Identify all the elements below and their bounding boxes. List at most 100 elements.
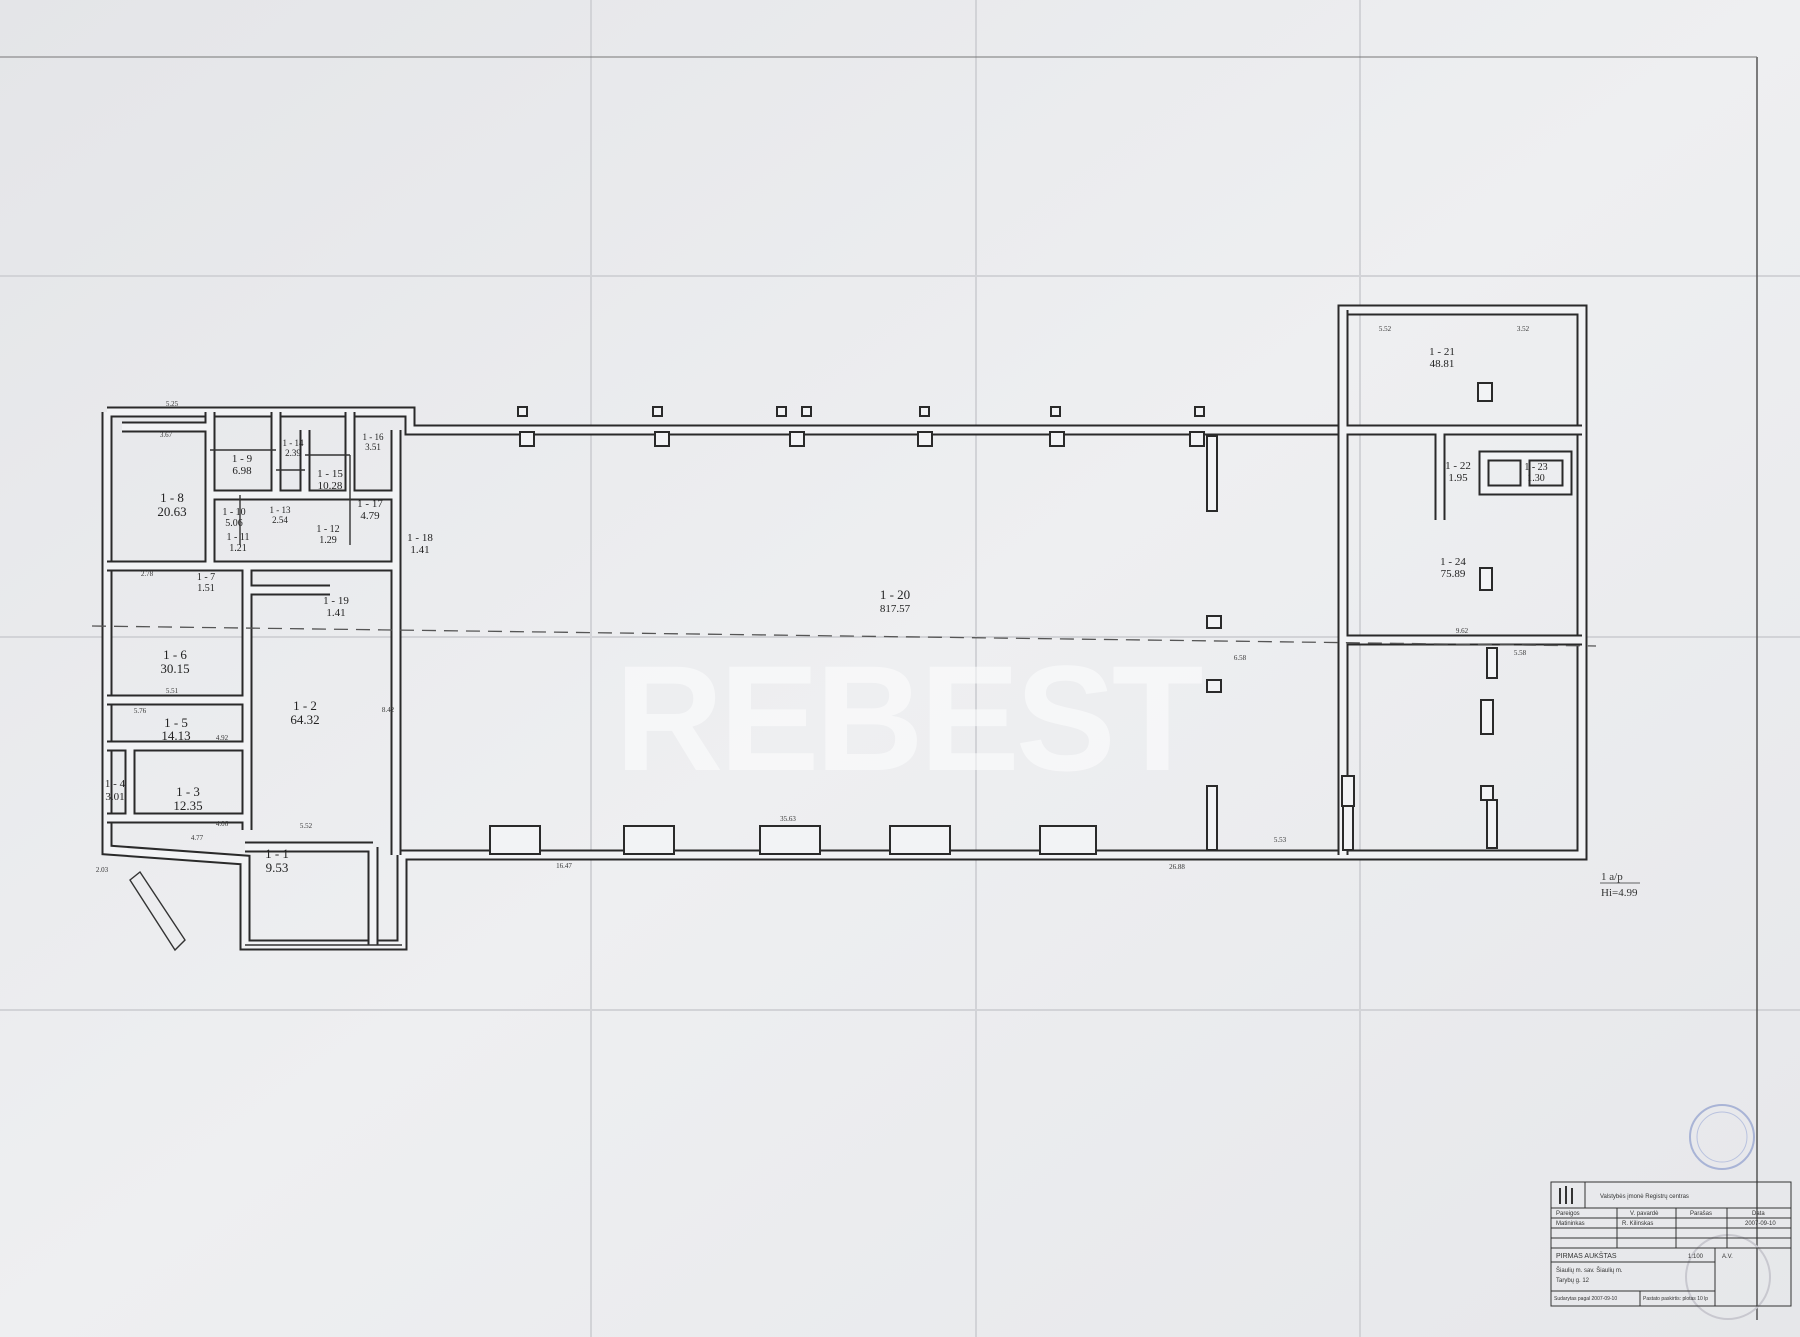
dimension: 2.78 — [141, 570, 154, 578]
dimension: 26.88 — [1169, 863, 1185, 871]
room-id: 1 - 14 — [283, 438, 304, 448]
room-area: 75.89 — [1441, 568, 1466, 580]
room-id: 1 - 8 — [160, 490, 184, 505]
room-id: 1 - 18 — [407, 532, 433, 544]
room-area: 64.32 — [290, 712, 319, 727]
room-area: 1.21 — [229, 543, 247, 554]
column-header: Data — [1752, 1211, 1765, 1217]
room-id: 1 - 11 — [227, 532, 250, 543]
dimension-labels: 5.25 3.67 2.78 5.51 5.76 4.92 4.06 4.77 … — [96, 325, 1530, 874]
room-area: 14.13 — [161, 728, 190, 743]
room-1-8: 1 - 820.63 — [157, 490, 186, 519]
room-id: 1 - 12 — [316, 524, 339, 535]
room-1-12: 1 - 121.29 — [316, 524, 339, 546]
room-id: 1 - 13 — [270, 505, 291, 515]
sheet-title: PIRMAS AUKŠTAS — [1556, 1251, 1617, 1260]
room-id: 1 - 10 — [222, 507, 245, 518]
room-1-23: 1 - 231.30 — [1524, 462, 1547, 484]
date-cell: 2007-09-10 — [1745, 1221, 1776, 1227]
role-cell: Matininkas — [1556, 1221, 1585, 1227]
dimension: 6.58 — [1234, 654, 1247, 662]
room-id: 1 - 23 — [1524, 462, 1547, 473]
room-area: 5.06 — [225, 518, 243, 529]
room-id: 1 - 24 — [1440, 556, 1466, 568]
room-1-19: 1 - 191.41 — [323, 595, 349, 619]
room-1-11: 1 - 111.21 — [227, 532, 250, 554]
room-area: 1.41 — [410, 544, 429, 556]
room-id: 1 - 4 — [105, 778, 126, 790]
room-id: 1 - 6 — [163, 647, 187, 662]
footer-note: Pastato paskirtis: plotas 10 lp — [1643, 1296, 1708, 1302]
room-id: 1 - 7 — [197, 572, 215, 583]
dimension: 8.42 — [382, 706, 395, 714]
room-area: 1.41 — [326, 607, 345, 619]
room-area: 10.28 — [318, 480, 343, 492]
room-area: 20.63 — [157, 504, 186, 519]
room-id: 1 - 5 — [164, 715, 188, 730]
scale: 1:100 — [1688, 1254, 1704, 1260]
room-area: 2.39 — [285, 448, 301, 458]
title-block — [1550, 1181, 1792, 1307]
room-1-2: 1 - 264.32 — [290, 698, 319, 727]
dimension: 5.53 — [1274, 836, 1287, 844]
name-cell: R. Kilinskas — [1622, 1221, 1653, 1227]
room-area: 1.51 — [197, 583, 215, 594]
room-id: 1 - 16 — [363, 432, 384, 442]
room-labels: 1 - 19.53 1 - 264.32 1 - 312.35 1 - 43.0… — [105, 346, 1548, 875]
room-1-7: 1 - 71.51 — [197, 572, 215, 594]
title-block-text: Valstybės įmonė Registrų centras Pareigo… — [1554, 1194, 1776, 1302]
room-id: 1 - 2 — [293, 698, 317, 713]
room-1-14: 1 - 142.39 — [283, 438, 304, 458]
room-area: 3.51 — [365, 442, 381, 452]
room-id: 1 - 17 — [357, 498, 383, 510]
building-walls — [91, 304, 1597, 952]
address-line: Šiaulių m. sav. Šiaulių m. — [1556, 1267, 1623, 1274]
dimension: 5.58 — [1514, 649, 1527, 657]
dimension: 5.25 — [166, 400, 179, 408]
room-1-3: 1 - 312.35 — [173, 784, 202, 813]
room-1-4: 1 - 43.01 — [105, 778, 126, 803]
room-area: 3.01 — [105, 791, 124, 803]
footer-note: Sudarytas pagal 2007-09-10 — [1554, 1296, 1617, 1302]
dimension: 5.51 — [166, 687, 179, 695]
column-header: Parašas — [1690, 1211, 1712, 1217]
room-1-1: 1 - 19.53 — [265, 846, 289, 875]
room-id: 1 - 20 — [880, 587, 910, 602]
room-1-17: 1 - 174.79 — [357, 498, 383, 522]
official-stamp — [1685, 1104, 1771, 1320]
room-area: 12.35 — [173, 798, 202, 813]
dimension: 5.52 — [300, 822, 313, 830]
dimension: 35.63 — [780, 815, 796, 823]
room-area: 2.54 — [272, 515, 288, 525]
title-block-header: Valstybės įmonė Registrų centras — [1600, 1194, 1689, 1200]
room-area: 1.30 — [1527, 473, 1545, 484]
dimension: 9.62 — [1456, 627, 1469, 635]
dimension: 5.52 — [1379, 325, 1392, 333]
room-area: 9.53 — [266, 860, 289, 875]
room-id: 1 - 3 — [176, 784, 200, 799]
room-1-10: 1 - 105.06 — [222, 507, 245, 529]
room-id: 1 - 1 — [265, 846, 289, 861]
room-area: 817.57 — [880, 603, 911, 615]
address-line: Tarybų g. 12 — [1556, 1278, 1590, 1284]
dimension: 16.47 — [556, 862, 572, 870]
room-area: 4.79 — [360, 510, 380, 522]
room-1-13: 1 - 132.54 — [270, 505, 291, 525]
room-1-9: 1 - 96.98 — [232, 453, 253, 477]
room-id: 1 - 21 — [1429, 346, 1455, 358]
dimension: 3.67 — [160, 431, 173, 439]
room-area: 1.29 — [319, 535, 337, 546]
room-area: 1.95 — [1448, 472, 1468, 484]
dimension: 4.06 — [216, 820, 229, 828]
room-area: 30.15 — [160, 661, 189, 676]
room-1-18: 1 - 181.41 — [407, 532, 433, 556]
column-header: V. pavardė — [1630, 1211, 1659, 1217]
room-id: 1 - 22 — [1445, 460, 1471, 472]
room-1-22: 1 - 221.95 — [1445, 460, 1471, 484]
room-1-16: 1 - 163.51 — [363, 432, 384, 452]
